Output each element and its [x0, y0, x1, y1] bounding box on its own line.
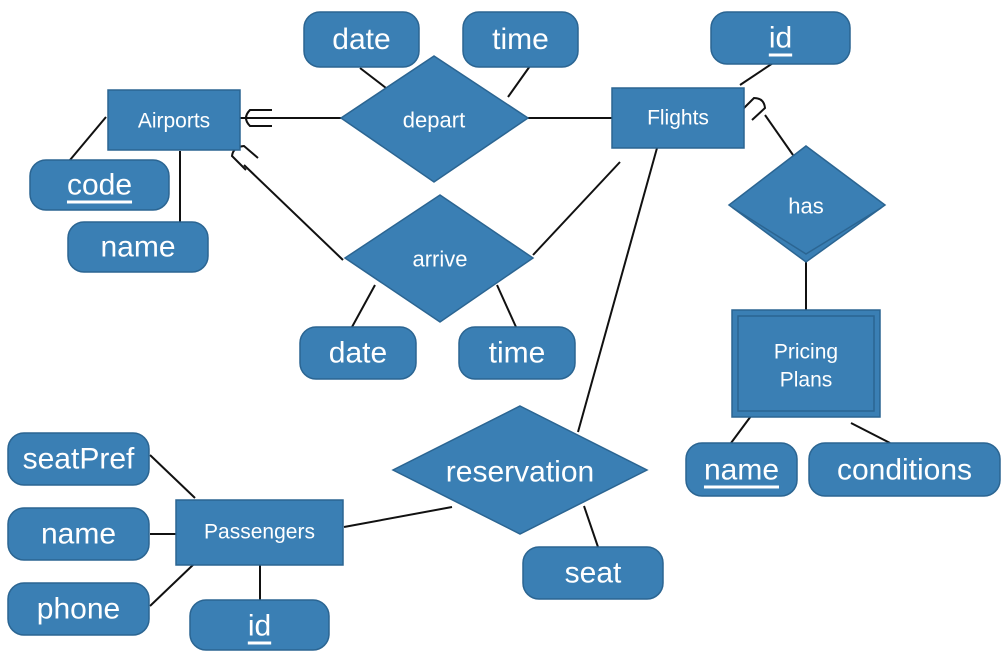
edge-passengers-seatpref — [149, 454, 196, 499]
edge-depart-date — [359, 67, 387, 89]
svg-text:code: code — [67, 169, 132, 202]
edge-flights-reservation — [577, 147, 658, 433]
attr-depart-date: date — [303, 11, 420, 68]
svg-text:seatPref: seatPref — [23, 443, 135, 476]
svg-text:name: name — [100, 231, 175, 264]
hook-flights-has — [741, 96, 767, 121]
edge-arrive-date — [351, 284, 376, 328]
attr-arrive-date: date — [299, 326, 417, 380]
svg-text:has: has — [788, 194, 823, 219]
edge-airports-code — [69, 116, 107, 161]
relationship-depart: depart — [339, 55, 530, 183]
svg-text:name: name — [704, 454, 779, 487]
edge-pricing-name — [730, 415, 752, 444]
svg-text:id: id — [248, 610, 271, 643]
svg-text:id: id — [769, 22, 792, 55]
svg-text:date: date — [332, 23, 390, 56]
relationship-has: has — [727, 145, 887, 263]
attr-airports-code: code — [29, 159, 170, 211]
attr-passengers-name: name — [7, 507, 150, 561]
edges — [69, 60, 891, 607]
svg-text:conditions: conditions — [837, 454, 972, 487]
attr-reservation-seat: seat — [522, 546, 664, 600]
svg-text:time: time — [492, 23, 549, 56]
attr-pricing-name: name — [685, 442, 798, 497]
svg-text:time: time — [489, 337, 546, 370]
edge-arrive-time — [496, 284, 517, 328]
edge-pricing-conditions — [850, 422, 891, 444]
svg-text:reservation: reservation — [446, 456, 594, 489]
attr-passengers-id: id — [189, 599, 330, 651]
svg-text:Airports: Airports — [138, 110, 210, 133]
attr-airports-name: name — [67, 221, 209, 273]
svg-text:arrive: arrive — [412, 247, 467, 272]
edge-flights-id — [739, 60, 777, 86]
edge-passengers-reservation — [343, 506, 453, 528]
svg-text:name: name — [41, 518, 116, 551]
edge-passengers-phone — [149, 562, 196, 607]
attr-pricing-conditions: conditions — [808, 442, 1001, 497]
edge-airports-arrive — [243, 164, 344, 261]
relationship-reservation: reservation — [391, 405, 649, 535]
svg-text:seat: seat — [565, 557, 622, 590]
svg-text:phone: phone — [37, 593, 120, 626]
relationship-arrive: arrive — [343, 194, 535, 323]
entity-airports: Airports — [107, 89, 241, 151]
entity-flights: Flights — [611, 87, 745, 149]
entity-passengers: Passengers — [175, 499, 344, 566]
edge-flights-has — [764, 114, 794, 156]
svg-text:depart: depart — [403, 108, 465, 133]
attr-depart-time: time — [462, 11, 579, 68]
edge-depart-time — [507, 65, 531, 98]
attr-passengers-phone: phone — [7, 582, 150, 636]
attr-flights-id: id — [710, 11, 851, 65]
svg-text:date: date — [329, 337, 387, 370]
svg-text:Pricing: Pricing — [774, 341, 838, 364]
attr-passengers-seatpref: seatPref — [7, 432, 150, 486]
hook-airports-depart — [245, 109, 272, 127]
edge-arrive-flights — [532, 161, 621, 256]
edge-reservation-seat — [583, 505, 599, 548]
attr-arrive-time: time — [458, 326, 576, 380]
svg-text:Plans: Plans — [780, 369, 833, 392]
svg-text:Flights: Flights — [647, 107, 709, 130]
svg-text:Passengers: Passengers — [204, 521, 315, 544]
entity-pricing-plans: Pricing Plans — [731, 309, 881, 418]
